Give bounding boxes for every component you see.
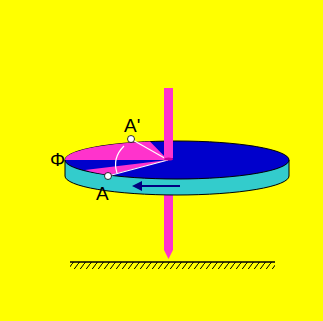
angle-arc (116, 146, 124, 173)
point-A-prime (128, 136, 135, 143)
axis-lower (164, 185, 173, 259)
radius-A (108, 160, 168, 176)
axis-hole (164, 158, 173, 161)
angle-label: Φ (50, 150, 65, 169)
radius-A-prime (131, 139, 168, 160)
rotation-arrow-head (132, 181, 142, 191)
angle-sector-edge (85, 160, 168, 175)
ground-line (70, 261, 275, 263)
point-label: A (96, 184, 109, 203)
axis-upper (164, 88, 173, 158)
point-A (105, 173, 112, 180)
ground-hatching (70, 262, 275, 269)
point-label: A' (124, 116, 140, 135)
disk-top (65, 141, 289, 179)
rotation-arrow-shaft (138, 185, 180, 187)
axis-top-through (164, 88, 173, 158)
